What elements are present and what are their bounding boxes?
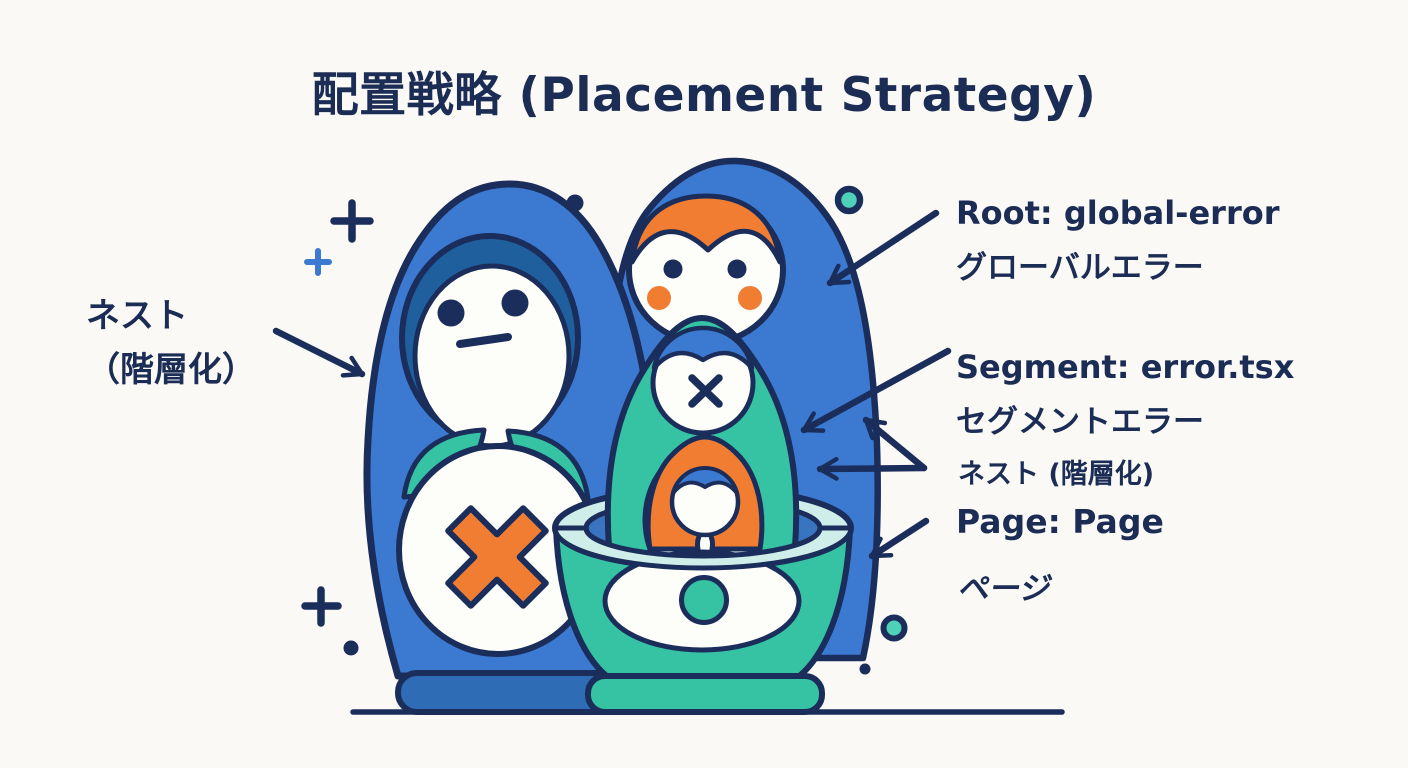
inner-doll-icon (645, 434, 765, 552)
plus-bottom-icon (301, 586, 342, 627)
label-page: Page: Page (956, 502, 1164, 541)
arrow-root-icon (826, 209, 940, 287)
label-nest-left-line2: （階層化） (86, 350, 256, 390)
label-root-global-error-jp: グローバルエラー (956, 250, 1204, 286)
arrow-page-icon (868, 517, 930, 560)
shell-bowl-icon (552, 525, 854, 715)
plus-small-blue-icon (304, 248, 332, 276)
arrow-nest-left-icon (272, 327, 366, 378)
arrow-segment-icon (800, 347, 952, 434)
label-segment-error-jp: セグメントエラー (956, 404, 1204, 440)
plus-icon (330, 199, 374, 243)
label-nest-left-line1: ネスト (86, 296, 188, 336)
label-nest-right: ネスト (階層化) (958, 459, 1155, 490)
dot-icon (566, 194, 584, 212)
label-root-global-error: Root: global-error (956, 194, 1280, 232)
x-mouth-icon (688, 374, 723, 408)
shell-base (585, 673, 825, 715)
label-page-jp: ページ (956, 571, 1055, 607)
dot-icon (859, 663, 871, 675)
error-x-icon (445, 505, 549, 609)
teal-ring-icon (880, 614, 908, 642)
dot-icon (343, 640, 359, 656)
teal-ring-icon (834, 185, 864, 215)
arrow-nest-right-icon (816, 416, 928, 481)
label-segment-error-tsx: Segment: error.tsx (956, 348, 1295, 386)
page-title: 配置戦略 (Placement Strategy) (311, 68, 1097, 123)
